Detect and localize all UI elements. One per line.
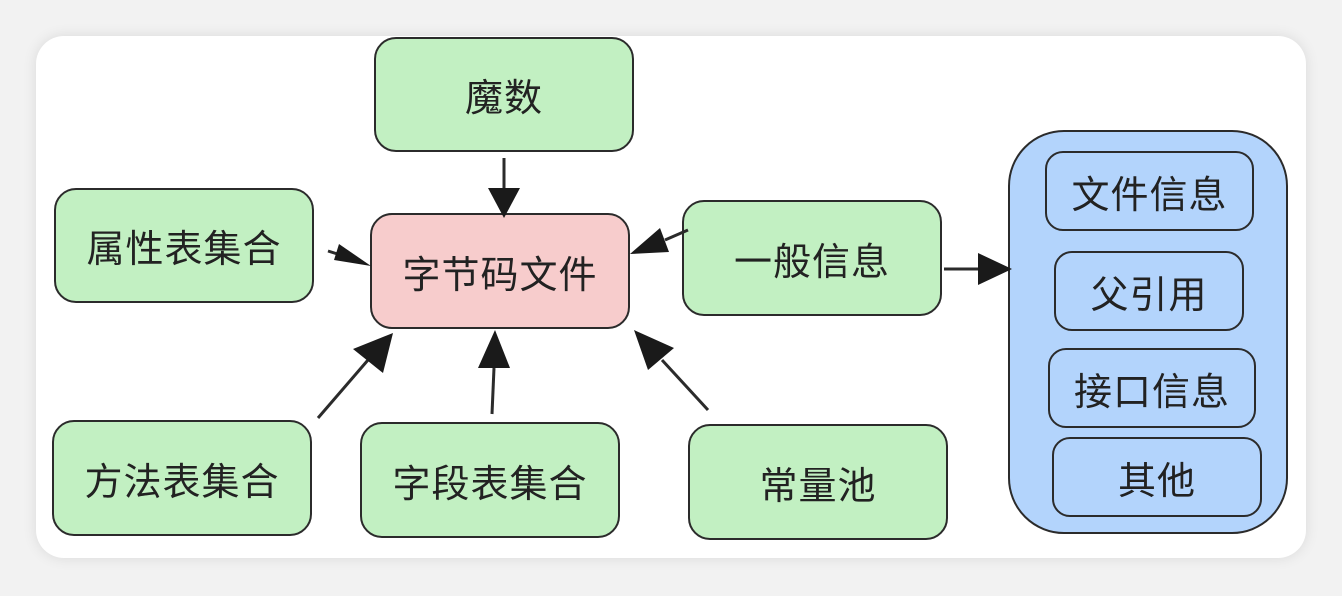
node-methods[interactable]: 方法表集合 [52,420,312,536]
node-constant-pool[interactable]: 常量池 [688,424,948,540]
node-fields[interactable]: 字段表集合 [360,422,620,538]
node-bytecode-file[interactable]: 字节码文件 [370,213,630,329]
item-parent-ref[interactable]: 父引用 [1054,251,1244,331]
node-general-info[interactable]: 一般信息 [682,200,942,316]
node-magic[interactable]: 魔数 [374,37,634,152]
node-attributes[interactable]: 属性表集合 [54,188,314,303]
item-interface-info[interactable]: 接口信息 [1048,348,1256,428]
item-other[interactable]: 其他 [1052,437,1262,517]
item-file-info[interactable]: 文件信息 [1045,151,1254,231]
